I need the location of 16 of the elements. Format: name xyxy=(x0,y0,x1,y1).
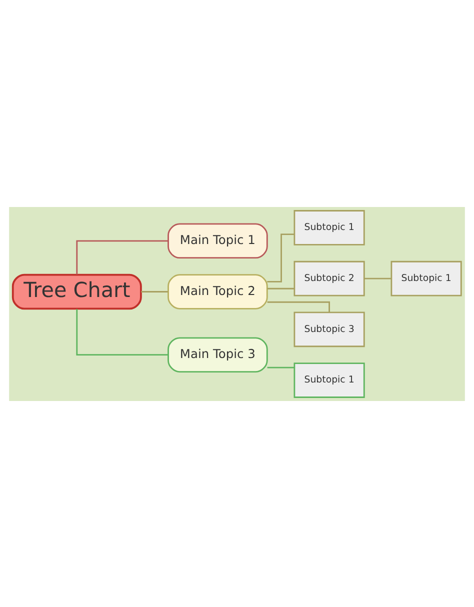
connector xyxy=(76,308,168,356)
connector xyxy=(267,300,330,312)
node-box: Main Topic 2 xyxy=(168,274,268,309)
connector xyxy=(267,287,294,289)
node-box: Subtopic 3 xyxy=(294,311,365,347)
node-box: Subtopic 2 xyxy=(294,260,365,296)
node-box: Main Topic 1 xyxy=(168,222,268,258)
node-box: Subtopic 1 xyxy=(390,260,462,296)
connector xyxy=(76,240,168,274)
node-box: Tree Chart xyxy=(12,273,142,310)
node-box: Subtopic 1 xyxy=(294,210,365,245)
connector xyxy=(141,290,168,292)
connector xyxy=(364,277,392,279)
node-box: Subtopic 1 xyxy=(294,362,365,398)
connector xyxy=(267,366,294,368)
node-box: Main Topic 3 xyxy=(168,336,268,372)
